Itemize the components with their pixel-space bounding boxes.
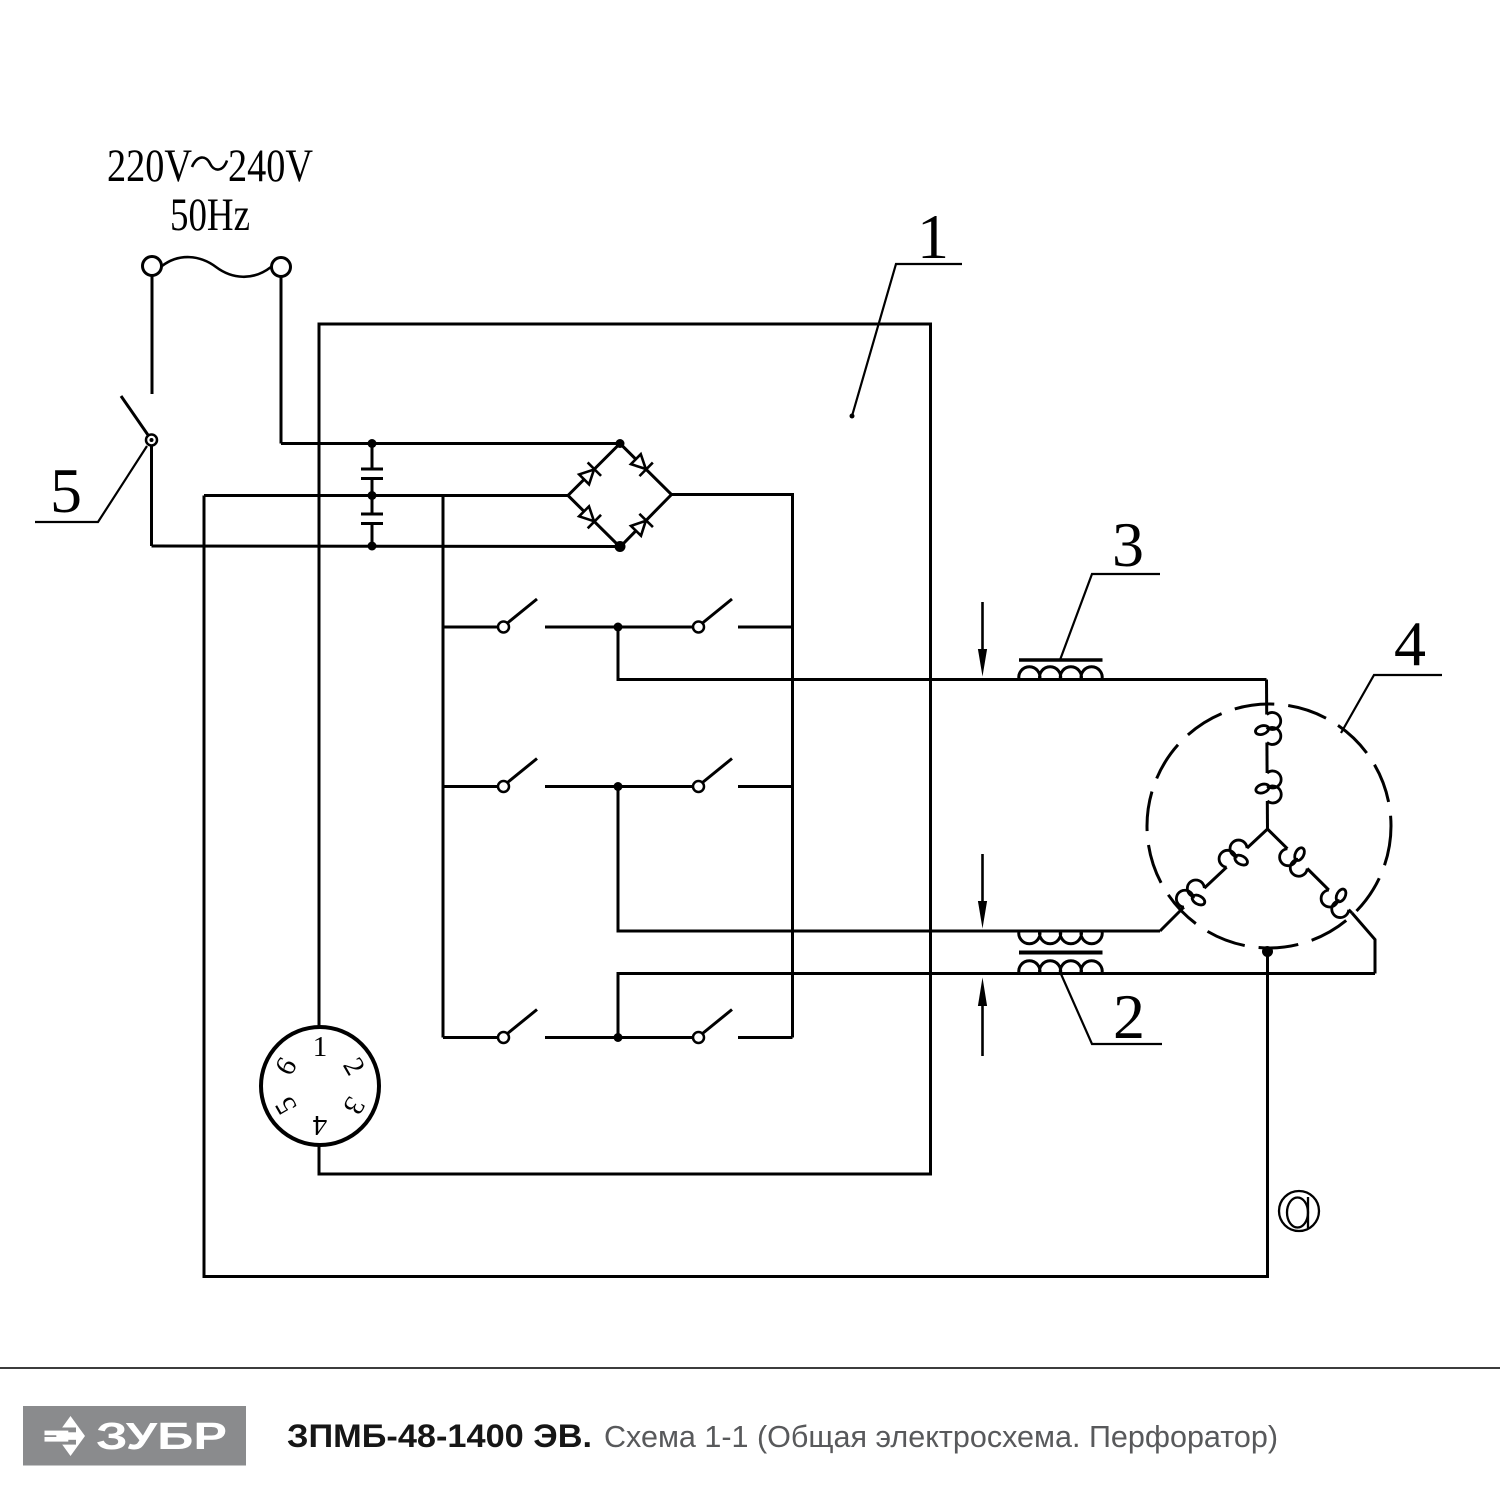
svg-text:50Hz: 50Hz bbox=[170, 189, 250, 241]
svg-text:240V: 240V bbox=[228, 140, 313, 192]
svg-text:220V: 220V bbox=[107, 140, 192, 192]
svg-text:1: 1 bbox=[917, 201, 949, 272]
svg-text:ЗПМБ-48-1400 ЭВ.: ЗПМБ-48-1400 ЭВ. bbox=[287, 1418, 592, 1454]
svg-text:4: 4 bbox=[1394, 608, 1426, 679]
svg-text:ЗУБР: ЗУБР bbox=[96, 1416, 227, 1458]
svg-text:3: 3 bbox=[1112, 509, 1144, 580]
svg-text:4: 4 bbox=[312, 1109, 327, 1141]
svg-text:5: 5 bbox=[50, 455, 82, 526]
svg-text:Схема 1-1 (Общая электросхема.: Схема 1-1 (Общая электросхема. Перфорато… bbox=[604, 1420, 1278, 1454]
svg-text:2: 2 bbox=[1113, 981, 1145, 1052]
svg-text:1: 1 bbox=[313, 1031, 328, 1063]
